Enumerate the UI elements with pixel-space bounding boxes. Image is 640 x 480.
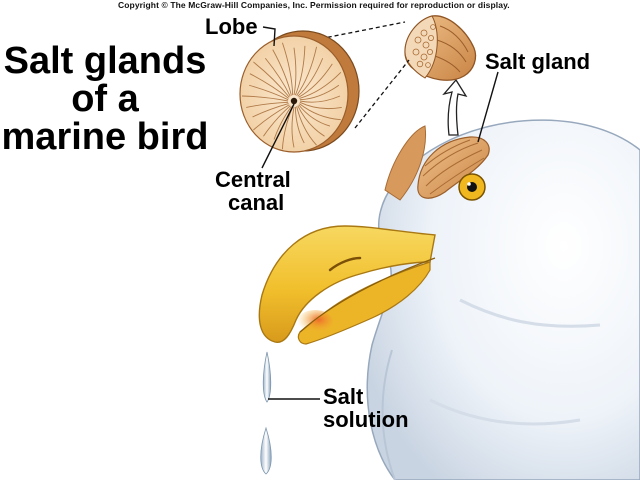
salt-solution-drops [260,351,272,475]
leader-lines [261,26,499,400]
title-line: marine bird [1,116,209,158]
zoom-lines [313,21,410,129]
eye [458,173,486,201]
copyright-notice: Copyright © The McGraw-Hill Companies, I… [118,0,510,10]
lobe-section [239,30,360,153]
central-canal-label: Central canal [215,168,291,214]
magnified-gland [404,15,477,81]
gland-edge [384,125,427,201]
salt-gland-label: Salt gland [485,49,591,74]
diagram-title: Salt glands of a marine bird [0,42,210,156]
lobe-label: Lobe [205,14,258,39]
label-line: Central [215,167,291,192]
central-canal-dot [290,97,298,105]
title-line: Salt glands [3,40,207,82]
label-line: canal [228,190,285,215]
beak [258,225,436,345]
title-line: of a [71,78,139,120]
salt-solution-label: Salt solution [323,385,409,431]
label-line: Salt [323,384,364,409]
salt-gland-shape [417,136,490,199]
label-line: solution [323,407,409,432]
magnify-arrow [442,78,468,136]
